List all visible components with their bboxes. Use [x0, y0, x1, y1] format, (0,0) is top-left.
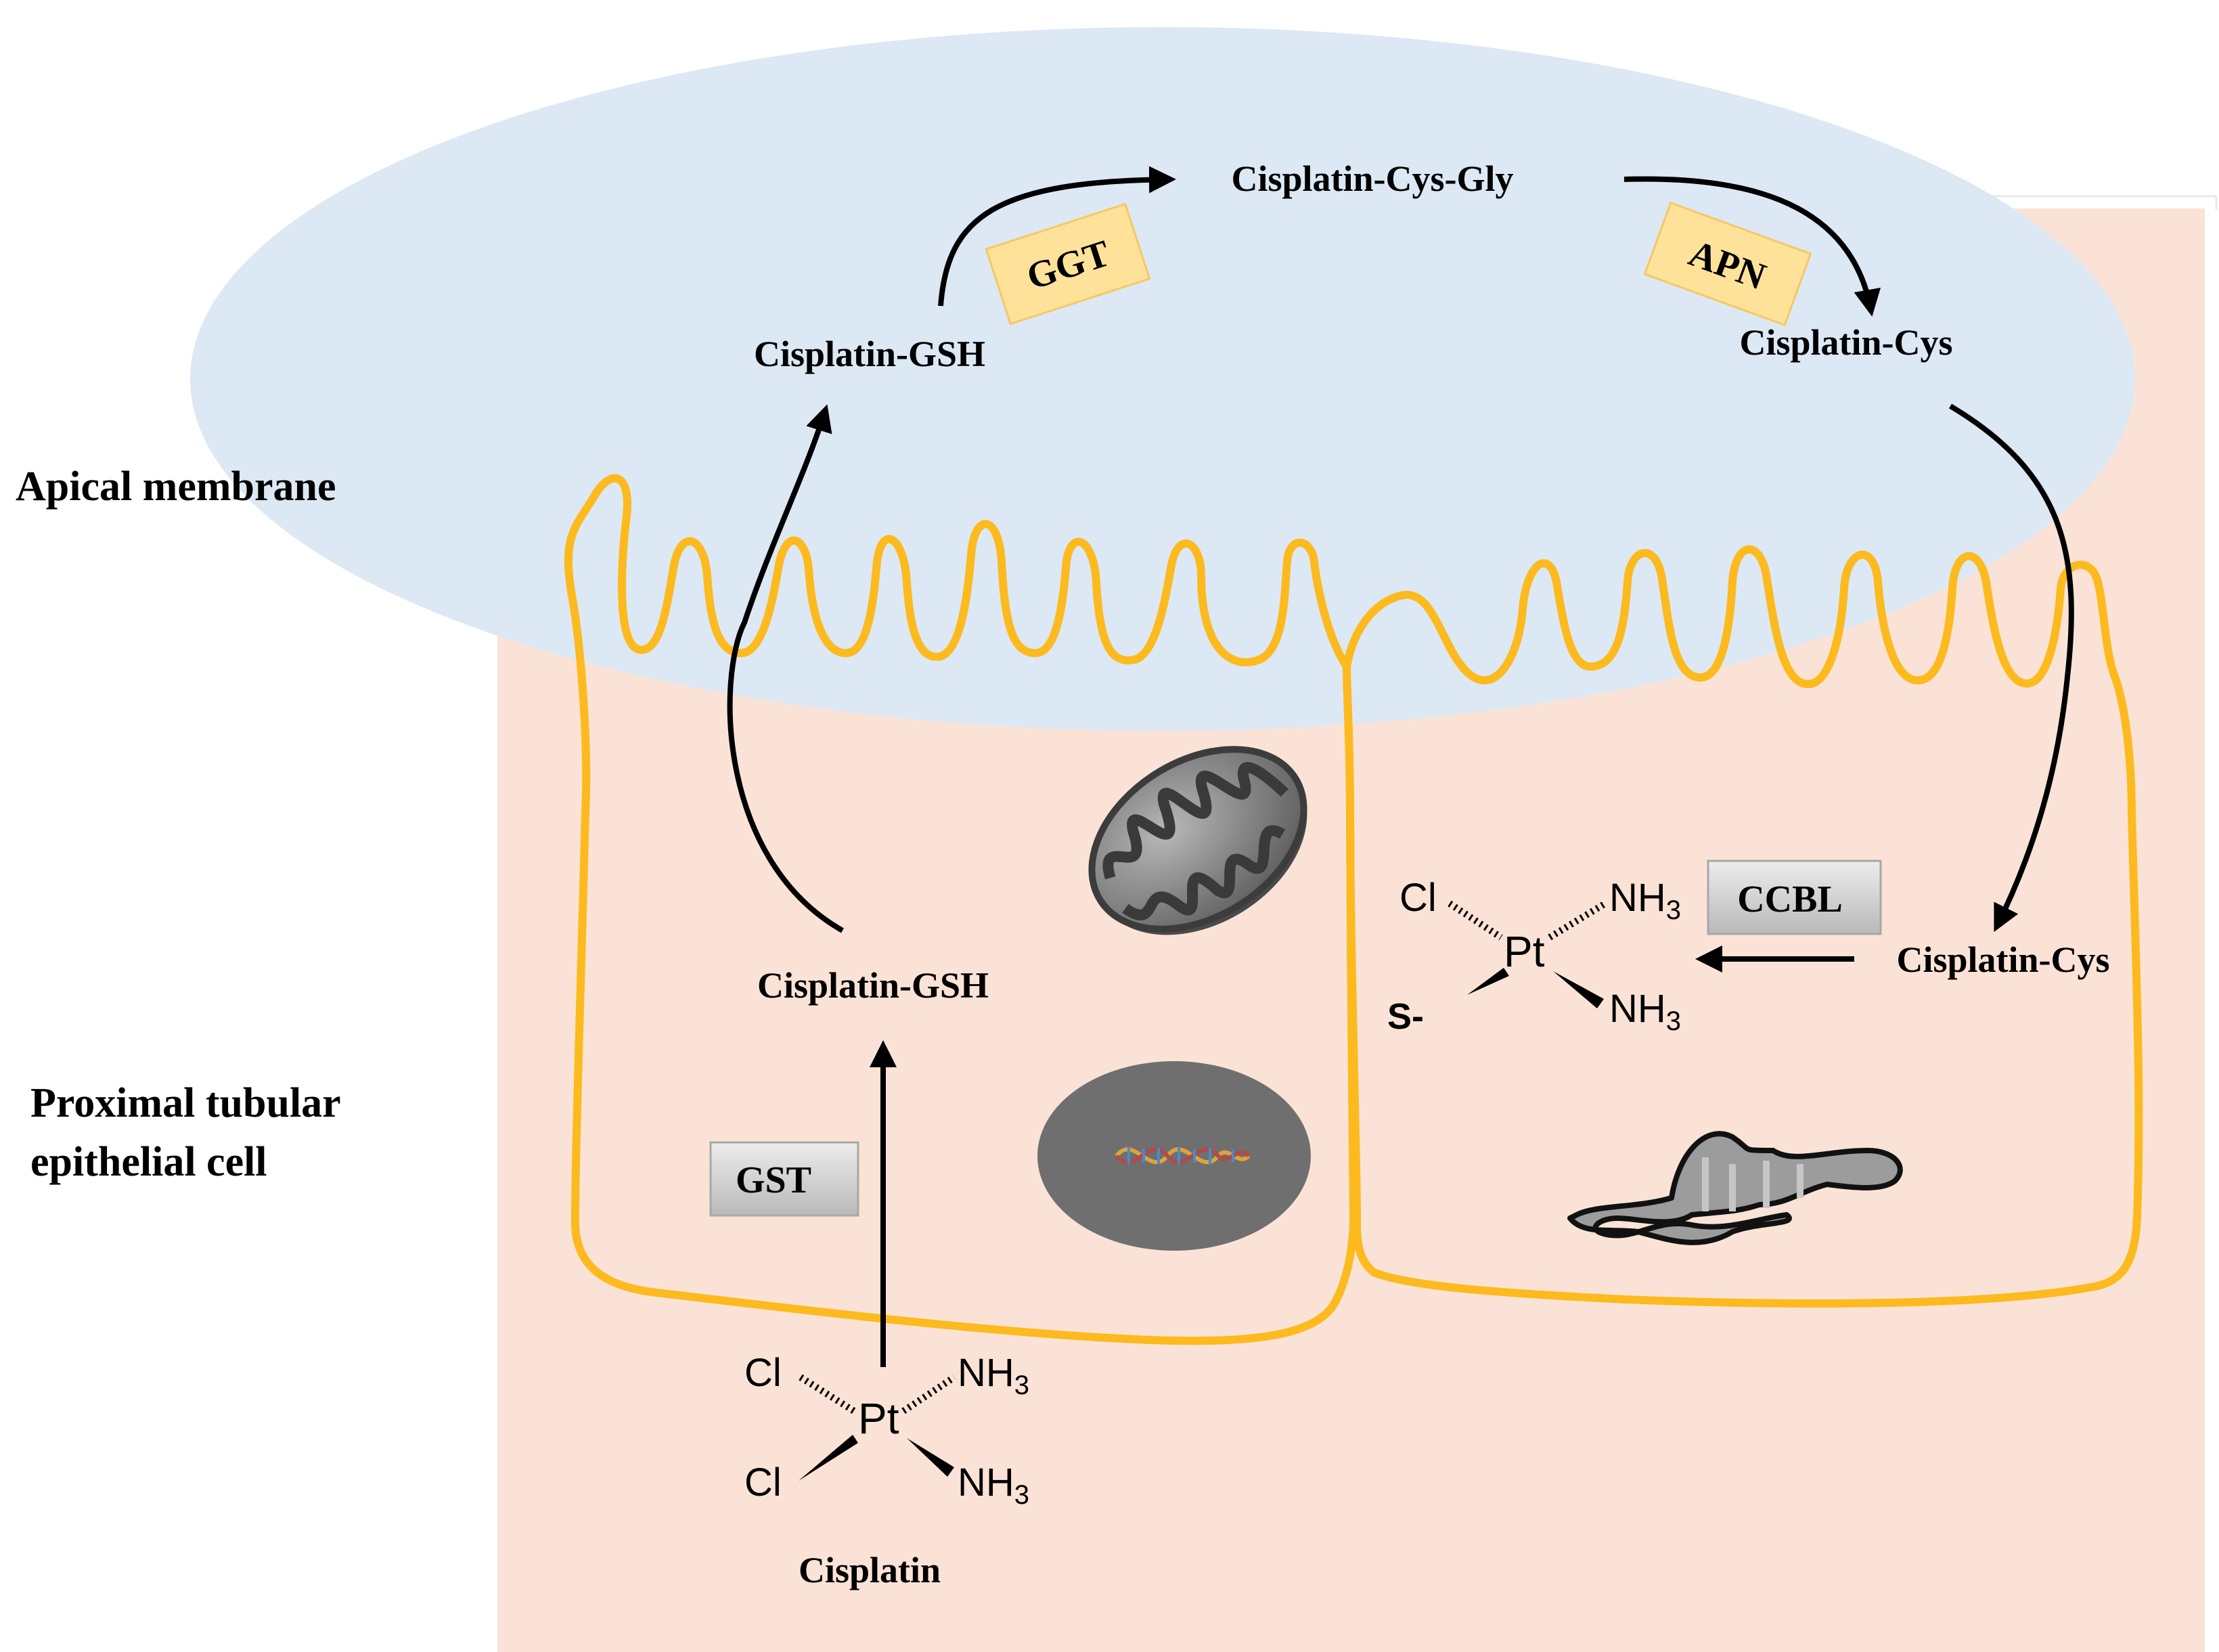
cell-cisplatin-cys-label: Cisplatin-Cys [1896, 939, 2109, 980]
pt-atom: Pt [858, 1394, 899, 1443]
left-cell-membrane [564, 474, 1358, 1345]
ggt-enzyme-badge: GGT [985, 202, 1151, 326]
arrow-cysgly-to-cys [1623, 176, 1881, 317]
right-cell-membrane [1343, 545, 2143, 1308]
gst-label: GST [736, 1159, 811, 1201]
cisplatin-thiolate-structure: Pt Cl S- NH3 NH3 [1387, 876, 1681, 1037]
nucleus-icon [1037, 1061, 1311, 1251]
dna-icon [1115, 1147, 1251, 1165]
nh3-bottom-atom-2: NH3 [1609, 987, 1681, 1036]
proximal-cell-label-line1: Proximal tubular [30, 1080, 341, 1126]
nh3-top-atom: NH3 [958, 1351, 1029, 1400]
apn-enzyme-badge: APN [1643, 201, 1812, 327]
mitochondrion-icon [1088, 746, 1307, 935]
cl-atom-2: Cl [1399, 876, 1437, 920]
cisplatin-structure: Pt Cl Cl NH3 NH3 [744, 1351, 1029, 1510]
ccbl-enzyme-badge: CCBL [1707, 860, 1882, 935]
nh3-top-atom-2: NH3 [1609, 876, 1681, 925]
lumen-cisplatin-cys-label: Cisplatin-Cys [1739, 322, 1952, 363]
arrow-gsh-to-cysgly [938, 166, 1176, 307]
cell-membranes [564, 474, 2143, 1345]
cell-cisplatin-gsh-label: Cisplatin-GSH [757, 965, 989, 1006]
nh3-bottom-atom: NH3 [958, 1460, 1029, 1510]
pathway-arrows [727, 166, 2074, 1367]
apical-membrane-label: Apical membrane [16, 464, 336, 510]
endoplasmic-reticulum-icon [1567, 1131, 1903, 1245]
proximal-cell-label-line2: epithelial cell [30, 1139, 267, 1185]
arrow-lumen-cys-to-cell [1948, 403, 2074, 933]
ccbl-label: CCBL [1737, 878, 1843, 920]
s-atom: S- [1387, 996, 1424, 1037]
cisplatin-cys-gly-label: Cisplatin-Cys-Gly [1231, 158, 1513, 199]
pt-atom-2: Pt [1504, 927, 1545, 976]
cisplatin-label: Cisplatin [799, 1550, 941, 1590]
arrow-cell-gsh-to-lumen [727, 404, 844, 933]
cl-top-atom: Cl [744, 1351, 782, 1395]
cl-bottom-atom: Cl [744, 1460, 782, 1504]
gst-enzyme-badge: GST [709, 1141, 859, 1217]
lumen-cisplatin-gsh-label: Cisplatin-GSH [754, 334, 985, 374]
